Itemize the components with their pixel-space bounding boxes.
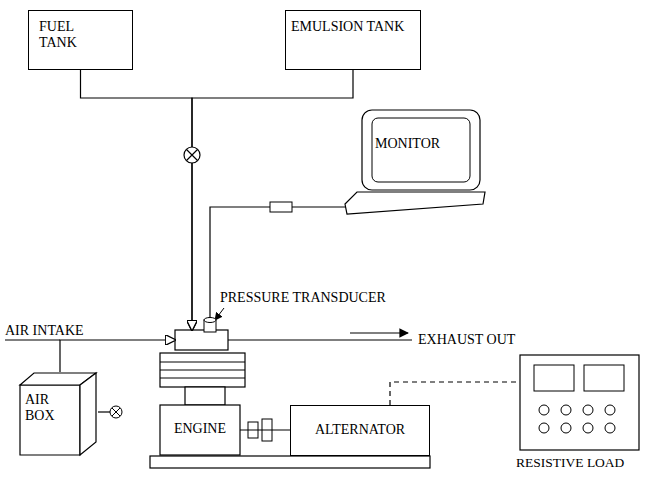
node-label: ALTERNATOR bbox=[291, 422, 429, 438]
connector bbox=[81, 70, 193, 330]
node-label: RESISTIVE LOAD bbox=[516, 455, 640, 471]
connector bbox=[390, 382, 520, 405]
flow-label: AIR INTAKE bbox=[5, 323, 84, 339]
engine-neck bbox=[185, 387, 225, 405]
node-label: FUEL TANK bbox=[39, 19, 89, 51]
monitor-outline bbox=[345, 108, 485, 216]
air-valve-cross bbox=[112, 408, 120, 416]
connector bbox=[240, 429, 290, 430]
engine-block bbox=[160, 405, 240, 455]
node-label: AIR BOX bbox=[25, 392, 65, 424]
cooling-fins bbox=[160, 353, 245, 387]
flow-label: EXHAUST OUT bbox=[418, 332, 515, 348]
fuel-valve-cross bbox=[187, 150, 198, 161]
load-switch bbox=[539, 405, 549, 415]
emulsion-tank: EMULSION TANK bbox=[285, 10, 421, 70]
intake-pipe bbox=[5, 339, 60, 340]
node-label: EMULSION TANK bbox=[291, 19, 416, 35]
load-switch bbox=[583, 405, 593, 415]
meter-display bbox=[534, 365, 574, 391]
node-label: MONITOR bbox=[375, 136, 485, 152]
air-valve bbox=[110, 406, 122, 418]
node-label: ENGINE bbox=[160, 421, 240, 437]
fuel-tank: FUEL TANK bbox=[28, 10, 133, 70]
load-panel bbox=[520, 355, 639, 450]
engine: ENGINE bbox=[175, 330, 240, 457]
load-switch bbox=[605, 405, 615, 415]
air-box: AIR BOX bbox=[18, 372, 98, 457]
fuel-valve bbox=[184, 147, 200, 163]
exhaust-pipe bbox=[228, 339, 412, 340]
signal-amplifier bbox=[270, 202, 292, 212]
leader-arrow bbox=[215, 308, 224, 320]
box-side bbox=[80, 373, 96, 455]
meter-display bbox=[584, 365, 624, 391]
box-front bbox=[20, 385, 80, 455]
resistive-load: RESISTIVE LOAD bbox=[520, 355, 640, 475]
cylinder-head bbox=[175, 330, 228, 350]
transducer-top bbox=[204, 318, 216, 323]
load-switch bbox=[605, 423, 615, 433]
base-plate bbox=[150, 456, 430, 468]
alternator: ALTERNATOR bbox=[290, 405, 430, 456]
exhaust-arrow bbox=[350, 332, 408, 333]
part-label: PRESSURE TRANSDUCER bbox=[220, 290, 386, 306]
load-switch bbox=[561, 405, 571, 415]
load-switch bbox=[539, 423, 549, 433]
fin-line bbox=[160, 362, 245, 363]
monitor-base bbox=[345, 192, 485, 214]
air-valve-pipe bbox=[98, 411, 110, 412]
load-switch bbox=[561, 423, 571, 433]
connector bbox=[60, 340, 175, 372]
fin-line bbox=[160, 370, 245, 371]
load-switch bbox=[583, 423, 593, 433]
fin-line bbox=[160, 378, 245, 379]
connector bbox=[210, 207, 345, 330]
monitor: MONITOR bbox=[345, 108, 485, 216]
